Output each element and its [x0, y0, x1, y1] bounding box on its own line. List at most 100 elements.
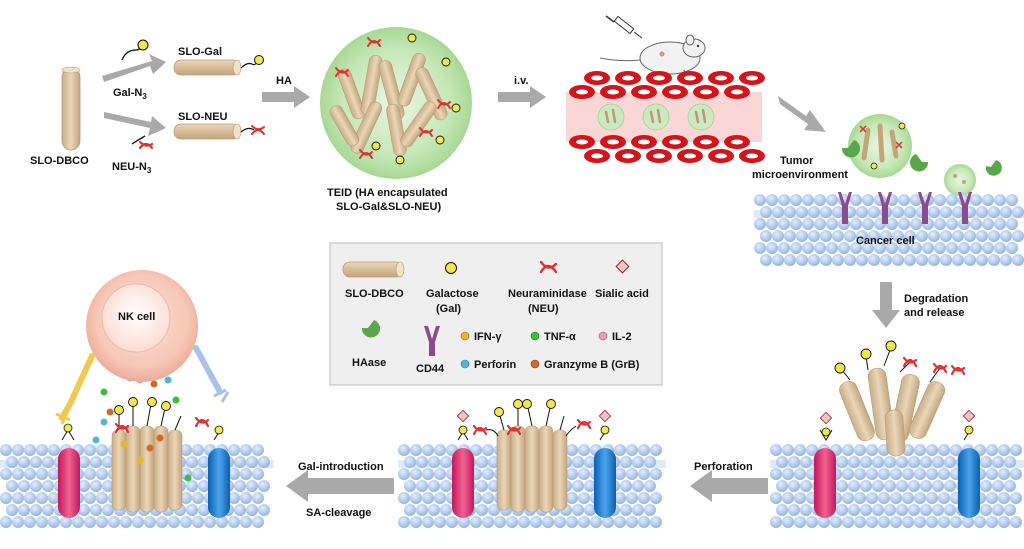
- arrow-gal-introduction: [286, 470, 394, 502]
- lipid-head: [928, 230, 940, 242]
- lipid-head: [458, 516, 470, 528]
- lipid-head: [416, 456, 428, 468]
- lipid-head: [998, 468, 1010, 480]
- lipid-head: [892, 206, 904, 218]
- lipid-head: [1006, 194, 1018, 206]
- gal-introduction-label: Gal-introduction: [298, 461, 384, 473]
- lipid-head: [890, 516, 902, 528]
- lipid-head: [614, 516, 626, 528]
- lipid-head: [566, 516, 578, 528]
- membrane-protein-pink-middle: [452, 409, 474, 518]
- slo-neu-rod: [173, 123, 265, 140]
- lipid-head: [186, 480, 198, 492]
- lipid-head: [992, 480, 1004, 492]
- lipid-head: [96, 492, 108, 504]
- lipid-head: [772, 230, 784, 242]
- lipid-head: [994, 194, 1006, 206]
- lipid-head: [934, 194, 946, 206]
- lipid-head: [48, 492, 60, 504]
- lipid-head: [434, 516, 446, 528]
- lipid-head: [398, 492, 410, 504]
- lipid-head: [410, 444, 422, 456]
- lipid-head: [980, 504, 992, 516]
- lipid-head: [790, 218, 802, 230]
- lipid-head: [866, 444, 878, 456]
- lipid-head: [240, 444, 252, 456]
- pore-complex-middle: [472, 399, 592, 513]
- lipid-head: [252, 444, 264, 456]
- lipid-head: [794, 468, 806, 480]
- lipid-head: [980, 456, 992, 468]
- lipid-head: [898, 242, 910, 254]
- legend-ifn-label: IFN-γ: [474, 331, 502, 343]
- lipid-head: [916, 254, 928, 266]
- arrow-to-tumor: [778, 96, 826, 132]
- lipid-head: [1000, 230, 1012, 242]
- lipid-head: [638, 468, 650, 480]
- arrow-perforation: [690, 470, 768, 502]
- legend-tnf-icon: [530, 331, 540, 341]
- lipid-head: [862, 242, 874, 254]
- lipid-head: [602, 516, 614, 528]
- lipid-head: [896, 456, 908, 468]
- lipid-head: [976, 230, 988, 242]
- lipid-head: [982, 218, 994, 230]
- legend-haase-label: HAase: [352, 357, 386, 369]
- nk-cell-label: NK cell: [118, 311, 155, 323]
- lipid-head: [102, 504, 114, 516]
- lipid-head: [754, 242, 766, 254]
- teid-nanoparticle: [320, 27, 472, 179]
- lipid-head: [36, 468, 48, 480]
- lipid-head: [12, 444, 24, 456]
- legend-perforin-label: Perforin: [474, 359, 516, 371]
- lipid-head: [156, 516, 168, 528]
- lipid-head: [826, 218, 838, 230]
- lipid-head: [530, 516, 542, 528]
- legend-slo-dbco-label: SLO-DBCO: [345, 288, 404, 300]
- neuraminidase-icon: [131, 135, 154, 150]
- lipid-head: [650, 516, 662, 528]
- legend-il2-label: IL-2: [612, 331, 632, 343]
- lipid-head: [440, 480, 452, 492]
- lipid-head: [1012, 206, 1024, 218]
- slo-gal-label: SLO-Gal: [178, 46, 222, 58]
- lipid-head: [778, 218, 790, 230]
- lipid-head: [650, 444, 662, 456]
- lipid-head: [854, 492, 866, 504]
- lipid-head: [18, 456, 30, 468]
- lipid-head: [1006, 242, 1018, 254]
- lipid-head: [814, 194, 826, 206]
- lipid-head: [994, 242, 1006, 254]
- lipid-head: [808, 230, 820, 242]
- lipid-head: [800, 480, 812, 492]
- lipid-head: [940, 230, 952, 242]
- lipid-head: [476, 456, 488, 468]
- legend-sialic-acid-icon: [615, 259, 630, 274]
- lipid-head: [992, 504, 1004, 516]
- lipid-head: [982, 242, 994, 254]
- lipid-head: [964, 230, 976, 242]
- lipid-head: [584, 480, 596, 492]
- lipid-head: [886, 218, 898, 230]
- lipid-head: [880, 230, 892, 242]
- lipid-head: [246, 456, 258, 468]
- lipid-head: [482, 468, 494, 480]
- lipid-head: [754, 218, 766, 230]
- lipid-head: [1000, 254, 1012, 266]
- lipid-head: [446, 516, 458, 528]
- membrane-protein-blue-left: [208, 425, 230, 518]
- lipid-head: [404, 480, 416, 492]
- lipid-head: [614, 468, 626, 480]
- lipid-head: [12, 492, 24, 504]
- lipid-head: [614, 444, 626, 456]
- lipid-head: [892, 230, 904, 242]
- lipid-head: [770, 516, 782, 528]
- lipid-head: [626, 492, 638, 504]
- lipid-head: [914, 492, 926, 504]
- lipid-head: [856, 254, 868, 266]
- lipid-head: [198, 456, 210, 468]
- lipid-head: [866, 516, 878, 528]
- lipid-head: [428, 456, 440, 468]
- lipid-head: [874, 242, 886, 254]
